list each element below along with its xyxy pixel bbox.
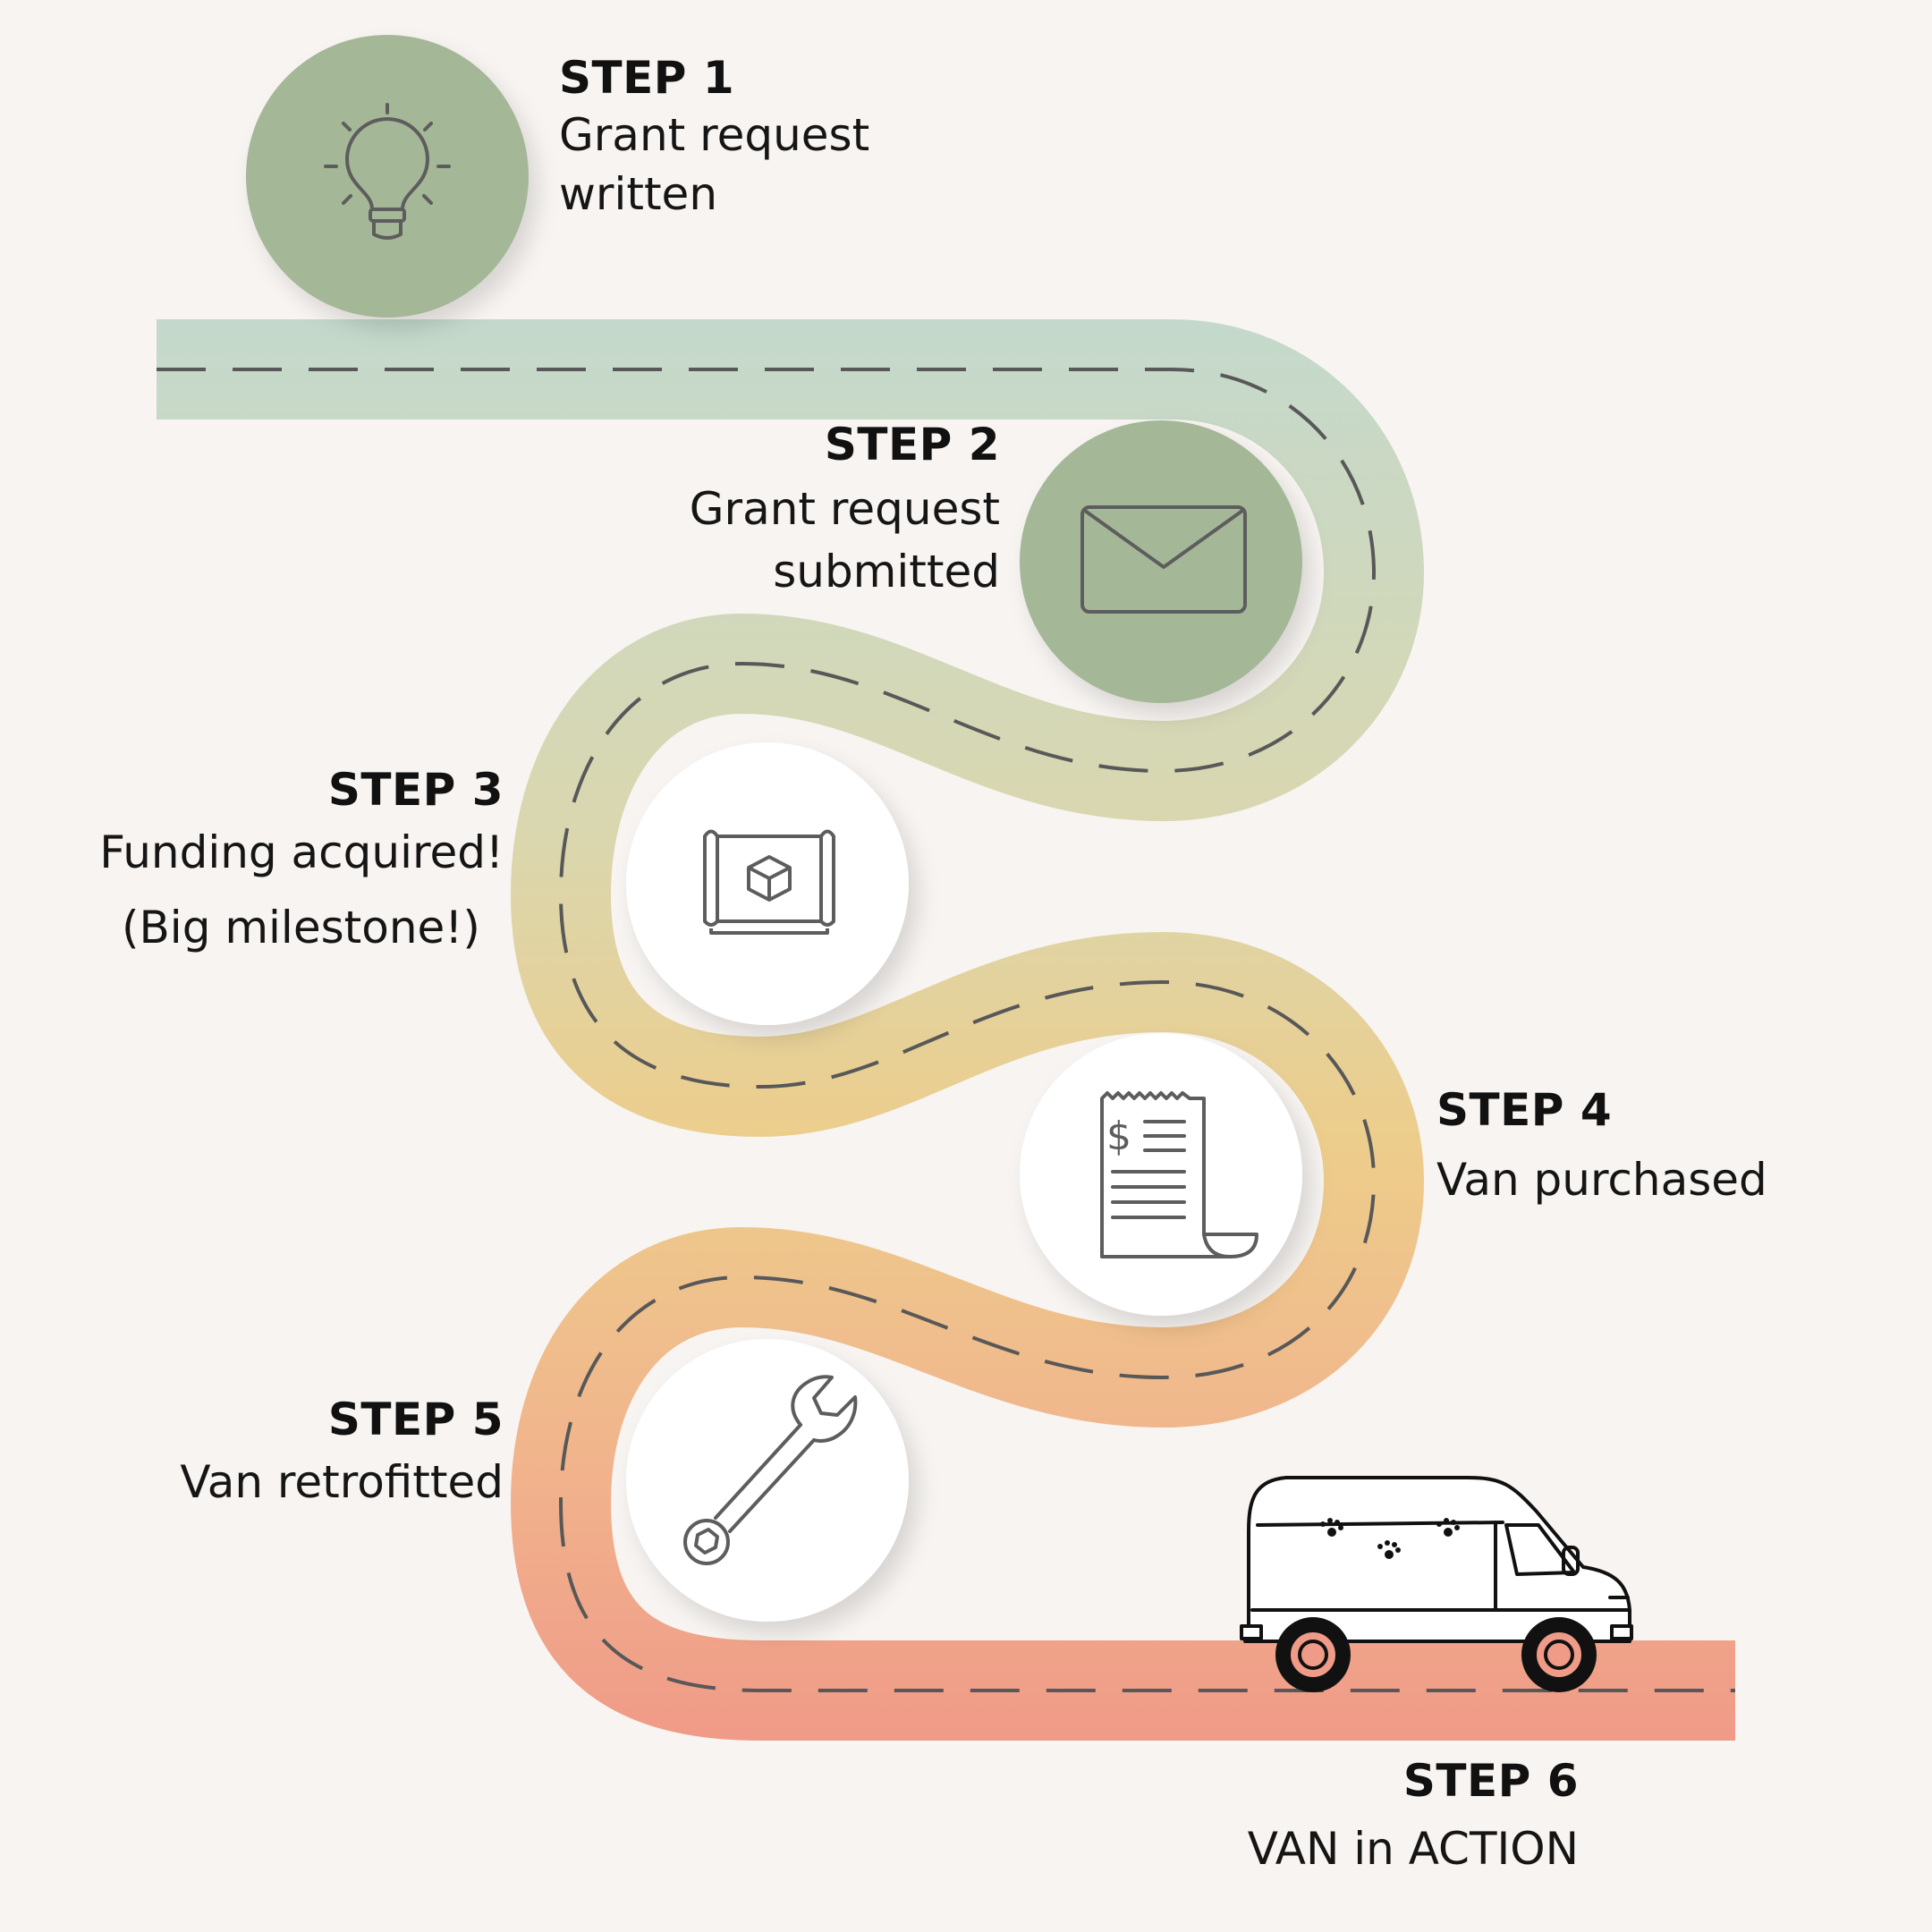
lightbulb-icon [324, 103, 451, 240]
step-2-circle [1020, 420, 1302, 703]
step-1-title: STEP 1 [559, 52, 735, 104]
step-3-line-1: Funding acquired! [99, 826, 504, 878]
envelope-icon [1080, 505, 1247, 614]
step-6-label: STEP 6 VAN in ACTION [1248, 1755, 1579, 1880]
step-2-line-1: Grant request [689, 483, 1000, 535]
step-1-line-2: written [559, 168, 718, 220]
step-5-line-1: Van retrofitted [180, 1456, 504, 1508]
step-5-label: STEP 5 Van retrofitted [180, 1394, 504, 1513]
step-3-label: STEP 3 Funding acquired! [99, 764, 504, 884]
step-5-circle [626, 1339, 909, 1622]
step-4-label: STEP 4 Van purchased [1436, 1084, 1767, 1211]
step-3-title: STEP 3 [327, 764, 504, 816]
road-center-dashes [157, 368, 1735, 1692]
wrench-icon [683, 1375, 858, 1565]
step-4-line-1: Van purchased [1436, 1154, 1767, 1206]
receipt-icon: $ [1100, 1091, 1258, 1258]
step-2-label: STEP 2 Grant request submitted [690, 419, 1000, 603]
step-3-line-2: (Big milestone!) [122, 902, 480, 953]
step-6-line-1: VAN in ACTION [1247, 1823, 1579, 1875]
step-2-line-2: submitted [773, 546, 1000, 597]
step-1-line-1: Grant request [559, 109, 870, 161]
step-1-label: STEP 1 Grant request written [559, 52, 869, 225]
step-1-circle [246, 35, 529, 318]
step-3-line-2-wrap: (Big milestone!) [122, 896, 480, 959]
step-4-title: STEP 4 [1436, 1084, 1613, 1136]
step-6-title: STEP 6 [1402, 1755, 1579, 1807]
paw-prints [1320, 1518, 1460, 1559]
van-icon [1240, 1476, 1633, 1692]
blueprint-icon [703, 829, 835, 935]
step-4-circle [1020, 1033, 1302, 1316]
step-5-title: STEP 5 [327, 1394, 504, 1445]
svg-text:$: $ [1106, 1114, 1131, 1159]
step-2-title: STEP 2 [824, 419, 1000, 470]
